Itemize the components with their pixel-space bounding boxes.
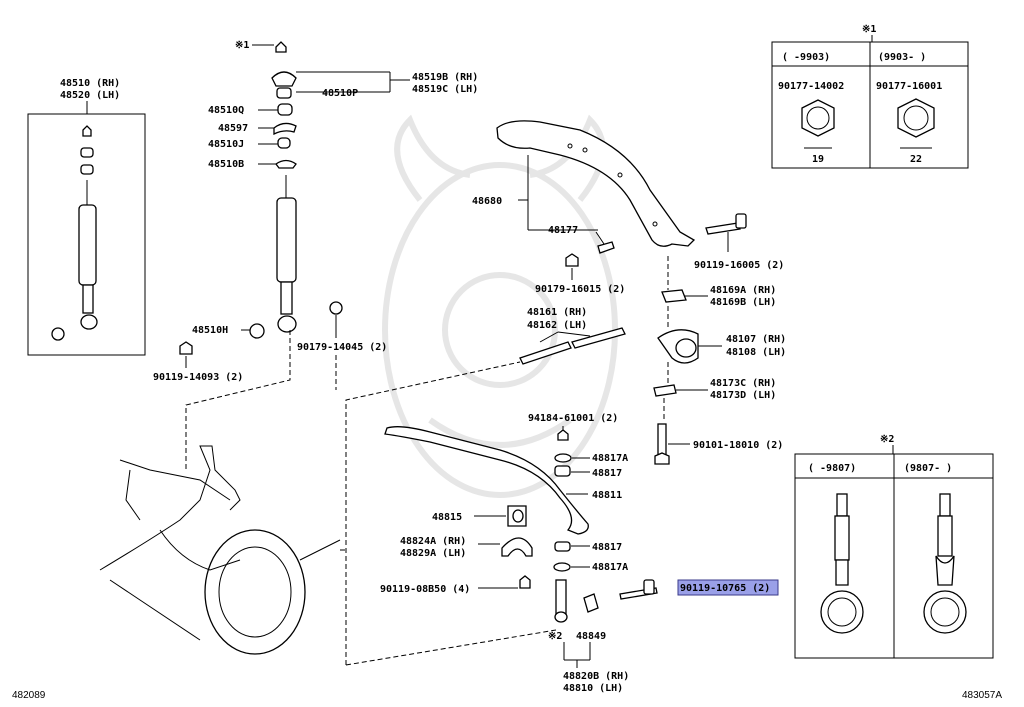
- label-90179-14045: 90179-14045 (2): [297, 342, 387, 353]
- label-48162: 48162 (LH): [527, 320, 587, 331]
- code-right: 483057A: [962, 690, 1002, 701]
- label-90101-18010: 90101-18010 (2): [693, 440, 783, 451]
- label-48820b: 48820B (RH): [563, 671, 629, 682]
- label-48510: 48510 (RH): [60, 78, 120, 89]
- table1-col1-part: 90177-14002: [778, 81, 844, 92]
- shock-absorber-box: 48510 (RH) 48520 (LH): [27, 78, 146, 356]
- label-48510j: 48510J: [208, 139, 244, 150]
- label-48817a-2: 48817A: [592, 562, 628, 573]
- label-48173d: 48173D (LH): [710, 390, 776, 401]
- code-left: 482089: [12, 690, 46, 701]
- label-48107: 48107 (RH): [726, 334, 786, 345]
- note-mark-1: ※1: [235, 40, 249, 51]
- table2-mark: ※2: [880, 434, 894, 445]
- shock-assembly: ※1 48519B (RH) 48519C (LH) 48510P 48510Q…: [153, 40, 478, 470]
- label-94184: 94184-61001 (2): [528, 413, 618, 424]
- label-90119-10765: 90119-10765 (2): [680, 583, 770, 594]
- label-48519c: 48519C (LH): [412, 84, 478, 95]
- label-48173c: 48173C (RH): [710, 378, 776, 389]
- label-48680: 48680: [472, 196, 502, 207]
- label-48824a: 48824A (RH): [400, 536, 466, 547]
- table2-col1-range: ( -9807): [808, 463, 856, 474]
- table1-col2-part: 90177-16001: [876, 81, 942, 92]
- label-48597: 48597: [218, 123, 248, 134]
- note-mark-2: ※2: [548, 631, 562, 642]
- label-48519b: 48519B (RH): [412, 72, 478, 83]
- label-48810: 48810 (LH): [563, 683, 623, 694]
- side-brackets: 48169A (RH) 48169B (LH) 48107 (RH) 48108…: [653, 285, 786, 465]
- label-48817-1: 48817: [592, 468, 622, 479]
- label-48811: 48811: [592, 490, 622, 501]
- vehicle-chassis: [99, 445, 346, 655]
- label-48510h: 48510H: [192, 325, 228, 336]
- highlight-90119-10765: [677, 579, 779, 596]
- table1-col2-size: 22: [910, 154, 922, 165]
- stabilizer-links: 48161 (RH) 48162 (LH): [519, 307, 626, 365]
- table1-col2-range: (9903- ): [878, 52, 926, 63]
- label-48161: 48161 (RH): [527, 307, 587, 318]
- fitment-table-1: ※1 ( -9903) (9903- ) 90177-14002 90177-1…: [771, 24, 969, 169]
- label-90119-14093: 90119-14093 (2): [153, 372, 243, 383]
- table1-mark: ※1: [862, 24, 876, 35]
- table1-col1-range: ( -9903): [782, 52, 830, 63]
- label-48520: 48520 (LH): [60, 90, 120, 101]
- stabilizer-bar: 48811 94184-61001 (2) 48817A 48817 48815…: [345, 361, 779, 694]
- frame-bracket: 48680 48177 90179-16015 (2) 90119-16005 …: [472, 120, 784, 295]
- label-48510b: 48510B: [208, 159, 244, 170]
- table1-col1-size: 19: [812, 154, 824, 165]
- label-48510p: 48510P: [322, 88, 358, 99]
- label-90119-08850: 90119-08B50 (4): [380, 584, 470, 595]
- label-48815: 48815: [432, 512, 462, 523]
- label-48817-2: 48817: [592, 542, 622, 553]
- table2-col2-range: (9807- ): [904, 463, 952, 474]
- fitment-table-2: ※2 ( -9807) (9807- ): [794, 434, 994, 659]
- label-48177: 48177: [548, 225, 578, 236]
- label-48829a: 48829A (LH): [400, 548, 466, 559]
- label-48108: 48108 (LH): [726, 347, 786, 358]
- label-48169a: 48169A (RH): [710, 285, 776, 296]
- label-48849: 48849: [576, 631, 606, 642]
- label-48817a-1: 48817A: [592, 453, 628, 464]
- label-90179-16015: 90179-16015 (2): [535, 284, 625, 295]
- label-48510q: 48510Q: [208, 105, 244, 116]
- label-48169b: 48169B (LH): [710, 297, 776, 308]
- label-90119-16005: 90119-16005 (2): [694, 260, 784, 271]
